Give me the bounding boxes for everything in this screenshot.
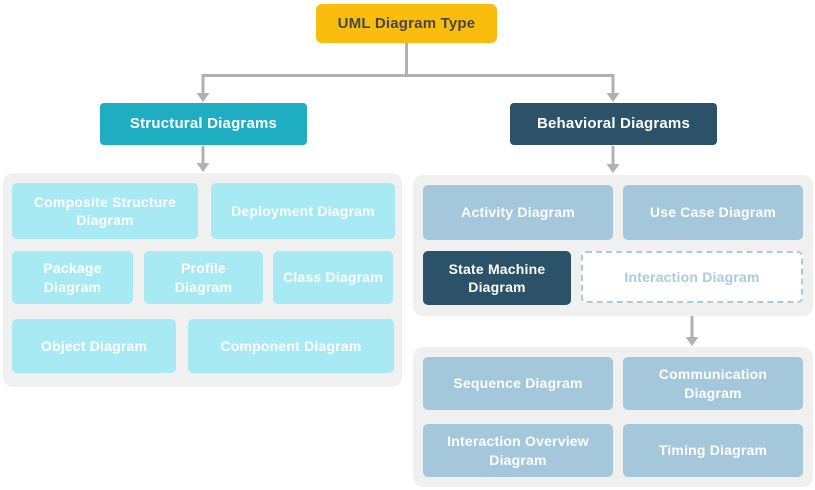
node-behavioral-diagrams-header: Behavioral Diagrams	[510, 103, 717, 145]
node-label: Timing Diagram	[658, 442, 768, 459]
node-profile-diagram: Profile Diagram	[144, 251, 263, 304]
node-activity-diagram: Activity Diagram	[423, 185, 613, 240]
node-label: Activity Diagram	[461, 204, 575, 221]
node-label: Communication Diagram	[658, 366, 768, 401]
node-deployment-diagram: Deployment Diagram	[211, 183, 395, 239]
node-label: Component Diagram	[220, 337, 362, 354]
node-label: Interaction Diagram	[624, 268, 760, 285]
node-communication-diagram: Communication Diagram	[623, 357, 803, 410]
node-label: Interaction Overview Diagram	[447, 433, 589, 468]
node-label: UML Diagram Type	[337, 14, 476, 32]
arrowhead-structural	[196, 93, 210, 102]
node-label: Structural Diagrams	[129, 115, 278, 133]
node-structural-diagrams-header: Structural Diagrams	[100, 103, 307, 145]
node-composite-structure-diagram: Composite Structure Diagram	[12, 183, 198, 239]
node-component-diagram: Component Diagram	[188, 319, 394, 373]
behavioral-diagrams-panel: Activity Diagram Use Case Diagram State …	[413, 175, 813, 316]
node-label: Class Diagram	[283, 269, 383, 286]
node-timing-diagram: Timing Diagram	[623, 424, 803, 477]
node-interaction-overview-diagram: Interaction Overview Diagram	[423, 424, 613, 477]
node-label: Composite Structure Diagram	[33, 193, 177, 228]
node-class-diagram: Class Diagram	[273, 251, 393, 304]
node-object-diagram: Object Diagram	[12, 319, 176, 373]
node-label: Sequence Diagram	[453, 375, 583, 392]
node-package-diagram: Package Diagram	[12, 251, 133, 304]
node-uml-diagram-type: UML Diagram Type	[316, 4, 497, 43]
node-sequence-diagram: Sequence Diagram	[423, 357, 613, 410]
node-interaction-diagram: Interaction Diagram	[581, 251, 803, 303]
node-label: Package Diagram	[43, 260, 102, 295]
node-use-case-diagram: Use Case Diagram	[623, 185, 803, 240]
node-state-machine-diagram: State Machine Diagram	[423, 251, 571, 305]
arrowhead-interaction	[685, 337, 699, 346]
structural-diagrams-panel: Composite Structure Diagram Deployment D…	[3, 173, 402, 387]
interaction-diagrams-panel: Sequence Diagram Communication Diagram I…	[413, 347, 813, 487]
node-label: Behavioral Diagrams	[536, 115, 691, 133]
node-label: Use Case Diagram	[649, 204, 777, 221]
node-label: Deployment Diagram	[231, 202, 375, 219]
node-label: State Machine Diagram	[448, 260, 546, 295]
arrowhead-behavioral	[606, 93, 620, 102]
node-label: Profile Diagram	[174, 260, 233, 295]
arrowhead-structural-panel	[196, 163, 210, 172]
node-label: Object Diagram	[40, 337, 148, 354]
arrowhead-behavioral-panel	[606, 164, 620, 173]
